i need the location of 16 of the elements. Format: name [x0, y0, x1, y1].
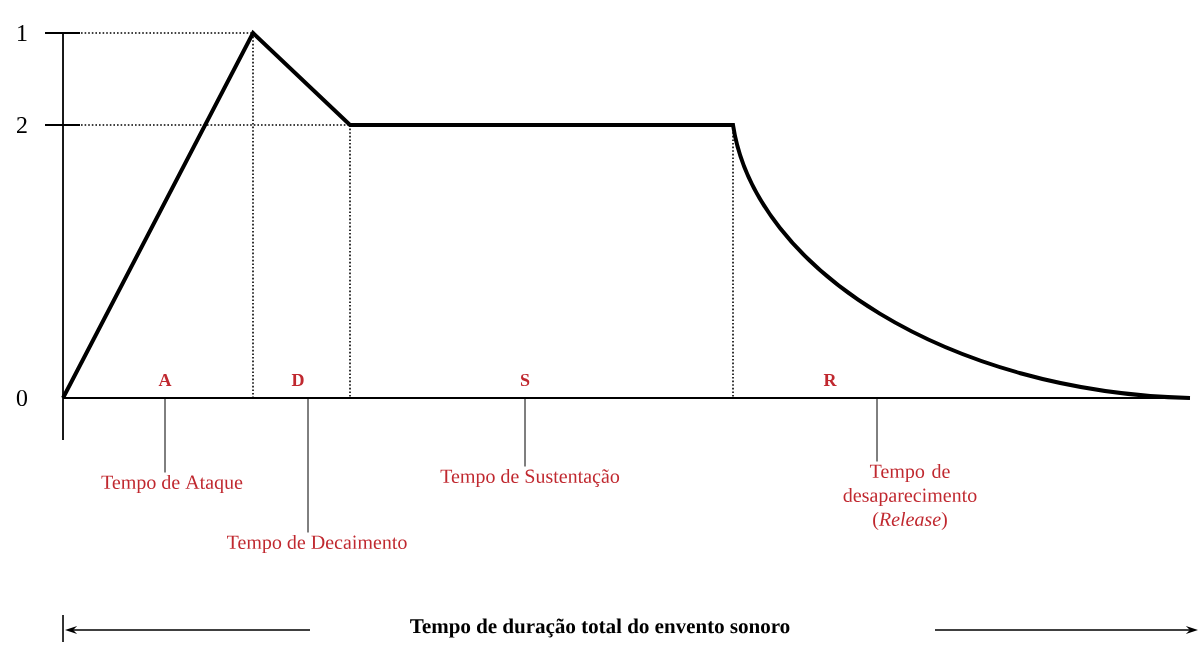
phase-letter: S — [520, 373, 530, 387]
annotation-text: Tempo de Decaimento — [227, 534, 407, 554]
annotation-text: Tempo de desaparecimento (Release) — [843, 463, 977, 531]
annotation-text: Tempo de Sustentação — [440, 468, 620, 488]
phase-letter: A — [158, 374, 172, 386]
leader-line — [307, 397, 309, 534]
leader-line — [876, 397, 878, 463]
phase-letter: R — [823, 374, 837, 386]
leader-line — [524, 397, 526, 468]
phase-letter: D — [291, 374, 304, 386]
duration-label: Tempo de duração total do envento sonoro — [410, 618, 790, 638]
axis-value: 0 — [16, 389, 27, 407]
axis-value: 1 — [18, 25, 27, 41]
annotation-text: Tempo de Ataque — [101, 474, 243, 494]
axis-value: 2 — [17, 117, 27, 133]
leader-line — [164, 397, 166, 474]
